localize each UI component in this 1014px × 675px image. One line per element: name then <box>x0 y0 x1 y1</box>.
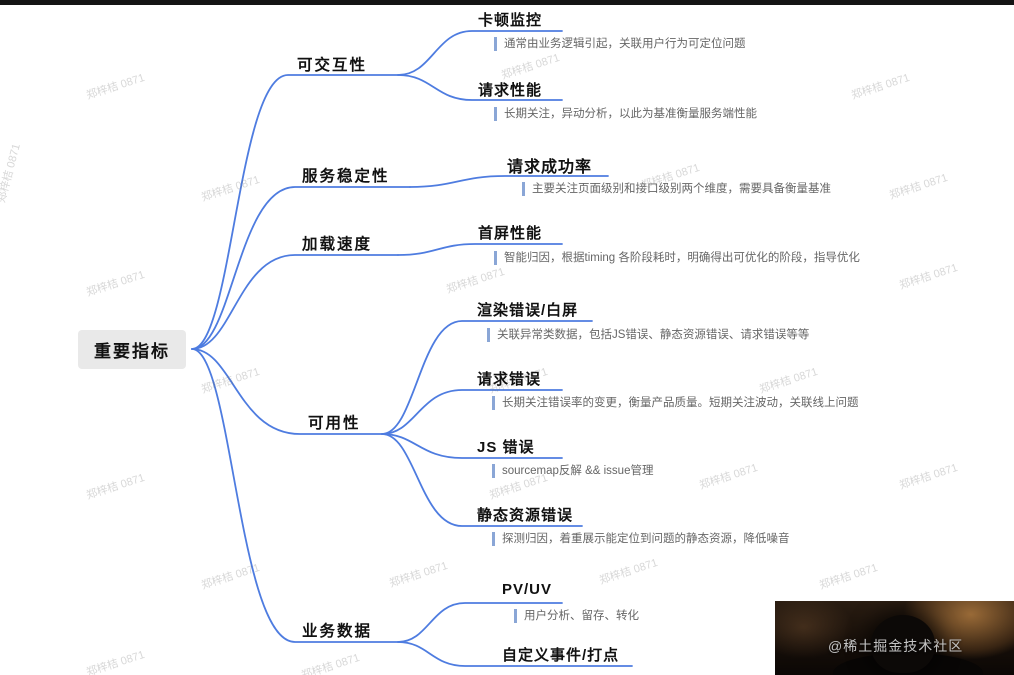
branch-availability[interactable]: 可用性 <box>308 415 361 432</box>
topic-first-screen-performance-note: 智能归因，根据timing 各阶段耗时，明确得出可优化的阶段，指导优化 <box>494 251 860 265</box>
topic-js-error[interactable]: JS 错误 <box>477 439 535 456</box>
topic-static-resource-error-note: 探测归因，着重展示能定位到问题的静态资源，降低噪音 <box>492 532 790 546</box>
branch-load-speed[interactable]: 加载速度 <box>302 236 373 253</box>
topic-request-error[interactable]: 请求错误 <box>477 371 542 388</box>
topic-request-success-rate[interactable]: 请求成功率 <box>507 159 593 176</box>
topic-pv-uv[interactable]: PV/UV <box>502 581 553 598</box>
topic-request-performance[interactable]: 请求性能 <box>478 82 543 99</box>
topic-lag-monitoring-note: 通常由业务逻辑引起，关联用户行为可定位问题 <box>494 37 746 51</box>
topic-first-screen-performance[interactable]: 首屏性能 <box>478 225 543 242</box>
branch-business-data[interactable]: 业务数据 <box>302 623 373 640</box>
root-node-important-metrics[interactable]: 重要指标 <box>78 330 186 369</box>
topic-request-success-rate-note: 主要关注页面级别和接口级别两个维度，需要具备衡量基准 <box>522 182 831 196</box>
topic-pv-uv-note: 用户分析、留存、转化 <box>514 609 639 623</box>
topic-request-error-note: 长期关注错误率的变更，衡量产品质量。短期关注波动，关联线上问题 <box>492 396 859 410</box>
topic-request-performance-note: 长期关注，异动分析，以此为基准衡量服务端性能 <box>494 107 757 121</box>
bottom-edge-bar <box>0 0 1014 5</box>
credit-watermark: @稀土掘金技术社区 <box>828 638 964 654</box>
topic-render-error-white-screen-note: 关联异常类数据，包括JS错误、静态资源错误、请求错误等等 <box>487 328 809 342</box>
topic-static-resource-error[interactable]: 静态资源错误 <box>477 507 574 524</box>
person-head-silhouette <box>871 615 935 673</box>
topic-render-error-white-screen[interactable]: 渲染错误/白屏 <box>477 302 579 319</box>
webcam-video-overlay <box>775 601 1014 675</box>
topic-js-error-note: sourcemap反解 && issue管理 <box>492 464 653 478</box>
topic-custom-event-tracking[interactable]: 自定义事件/打点 <box>502 647 620 664</box>
branch-service-stability[interactable]: 服务稳定性 <box>302 168 390 185</box>
branch-interactivity[interactable]: 可交互性 <box>297 57 368 74</box>
topic-lag-monitoring[interactable]: 卡顿监控 <box>478 12 543 29</box>
